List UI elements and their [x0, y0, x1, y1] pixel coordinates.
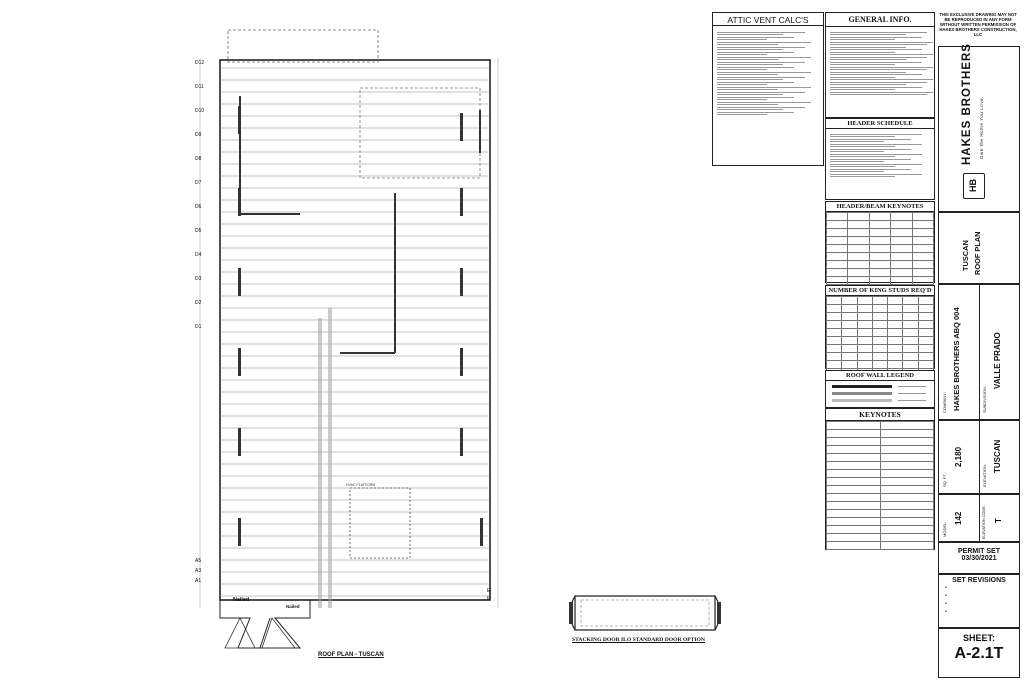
general-info-title: GENERAL INFO. — [826, 13, 934, 27]
header-beam-keynotes-title: HEADER/BEAM KEYNOTES — [826, 202, 934, 212]
copyright-notice: THIS EXCLUSIVE DRAWING MAY NOT BE REPROD… — [939, 12, 1017, 37]
grid-label: E — [487, 588, 491, 594]
elevation-code: T — [994, 518, 1003, 523]
sqft-elevation-block: SQ. FT.: 2,180 ELEVATION: TUSCAN — [938, 420, 1020, 494]
permit-set-title: PERMIT SET — [957, 548, 1000, 555]
company-label: COMPANY: — [942, 392, 947, 413]
header-beam-table — [825, 212, 935, 285]
plan-name-block: TUSCAN ROOF PLAN — [938, 212, 1020, 284]
grid-label: D11 — [195, 84, 204, 90]
grid-label: D12 — [195, 60, 205, 66]
grid-label: A3 — [195, 568, 202, 574]
header-schedule-panel: HEADER SCHEDULE — [825, 118, 935, 200]
attic-vent-calcs-panel: ATTIC VENT CALC'S — [712, 12, 824, 166]
roof-plan-drawing — [199, 29, 499, 649]
header-beam-keynotes-panel: HEADER/BEAM KEYNOTES — [825, 201, 935, 285]
grid-label: D6 — [195, 204, 202, 210]
grid-label: D8 — [195, 156, 202, 162]
company-name: HAKES BROTHERS ABQ 004 — [952, 307, 961, 412]
attic-vent-calcs-title: ATTIC VENT CALC'S — [713, 13, 823, 26]
legend-swatches — [832, 385, 926, 402]
general-info-lines — [826, 27, 934, 95]
grid-label: D2 — [195, 300, 202, 306]
elevation-value: TUSCAN — [993, 439, 1002, 473]
king-studs-title: NUMBER OF KING STUDS REQ'D — [826, 286, 934, 296]
header-schedule-title: HEADER SCHEDULE — [826, 119, 934, 129]
elevation-label: ELEVATION: — [982, 464, 987, 487]
grid-label: A5 — [195, 558, 202, 564]
grid-label: D9 — [195, 132, 202, 138]
hb-logo-icon: HB — [963, 173, 985, 199]
nailed-label: Nailed — [286, 604, 300, 609]
model-number: 142 — [954, 511, 963, 525]
grid-label: D10 — [195, 108, 205, 114]
king-studs-panel: NUMBER OF KING STUDS REQ'D — [825, 285, 935, 377]
roof-plan-title: ROOF PLAN - TUSCAN — [318, 652, 384, 658]
plan-name: TUSCAN — [961, 240, 970, 271]
revision-bullets: •••• — [945, 585, 947, 615]
sqft-value: 2,180 — [954, 446, 963, 467]
brand-name: HAKES BROTHERS — [961, 43, 973, 165]
grid-label: D4 — [195, 252, 202, 258]
company-block: COMPANY: HAKES BROTHERS ABQ 004 SUBDIVIS… — [938, 284, 1020, 420]
roof-wall-legend-panel: ROOF WALL LEGEND — [825, 370, 935, 408]
elevation-code-label: ELEVATION CODE: — [982, 505, 986, 539]
grid-label: D3 — [195, 276, 202, 282]
sheet-number: A-2.1T — [954, 645, 1004, 662]
subdivision-name: VALLE PRADO — [993, 332, 1002, 389]
roof-wall-legend-title: ROOF WALL LEGEND — [826, 371, 934, 381]
plan-sheet-type: ROOF PLAN — [973, 231, 982, 275]
grid-label: D7 — [195, 180, 202, 186]
attic-table-lines — [713, 26, 823, 115]
permit-set-block: PERMIT SET 03/30/2021 — [938, 542, 1020, 574]
grid-label: A1 — [195, 578, 202, 584]
brand-logo-block: HAKES BROTHERS Own the Home You Love. HB — [938, 43, 1020, 212]
model-label: MODEL: — [942, 521, 947, 537]
grid-label: E — [487, 596, 491, 602]
grid-label: D5 — [195, 228, 202, 234]
keynotes-title: KEYNOTES — [826, 409, 934, 421]
general-info-panel: GENERAL INFO. — [825, 12, 935, 118]
set-revisions-title: SET REVISIONS — [952, 577, 1006, 584]
model-block: MODEL: 142 ELEVATION CODE: T — [938, 494, 1020, 542]
sqft-label: SQ. FT.: — [942, 472, 947, 487]
keynotes-panel: KEYNOTES — [825, 408, 935, 550]
nailed-label: Nailed — [233, 597, 250, 603]
king-studs-table — [825, 296, 935, 377]
set-revisions-block: SET REVISIONS •••• — [938, 574, 1020, 628]
hvac-platform-label: HVAC PLATFORM — [346, 483, 376, 487]
grid-label: D1 — [195, 324, 202, 330]
sheet-label: SHEET: — [962, 633, 995, 643]
door-option-title: STACKING DOOR ILO STANDARD DOOR OPTION — [572, 637, 705, 643]
sheet-number-block: SHEET: A-2.1T — [938, 628, 1020, 678]
subdivision-label: SUBDIVISION: — [982, 386, 987, 413]
header-schedule-lines — [826, 129, 934, 177]
stacking-door-detail — [569, 595, 721, 631]
keynotes-table — [826, 421, 934, 550]
brand-tagline: Own the Home You Love. — [979, 96, 984, 159]
permit-set-date: 03/30/2021 — [961, 555, 997, 562]
